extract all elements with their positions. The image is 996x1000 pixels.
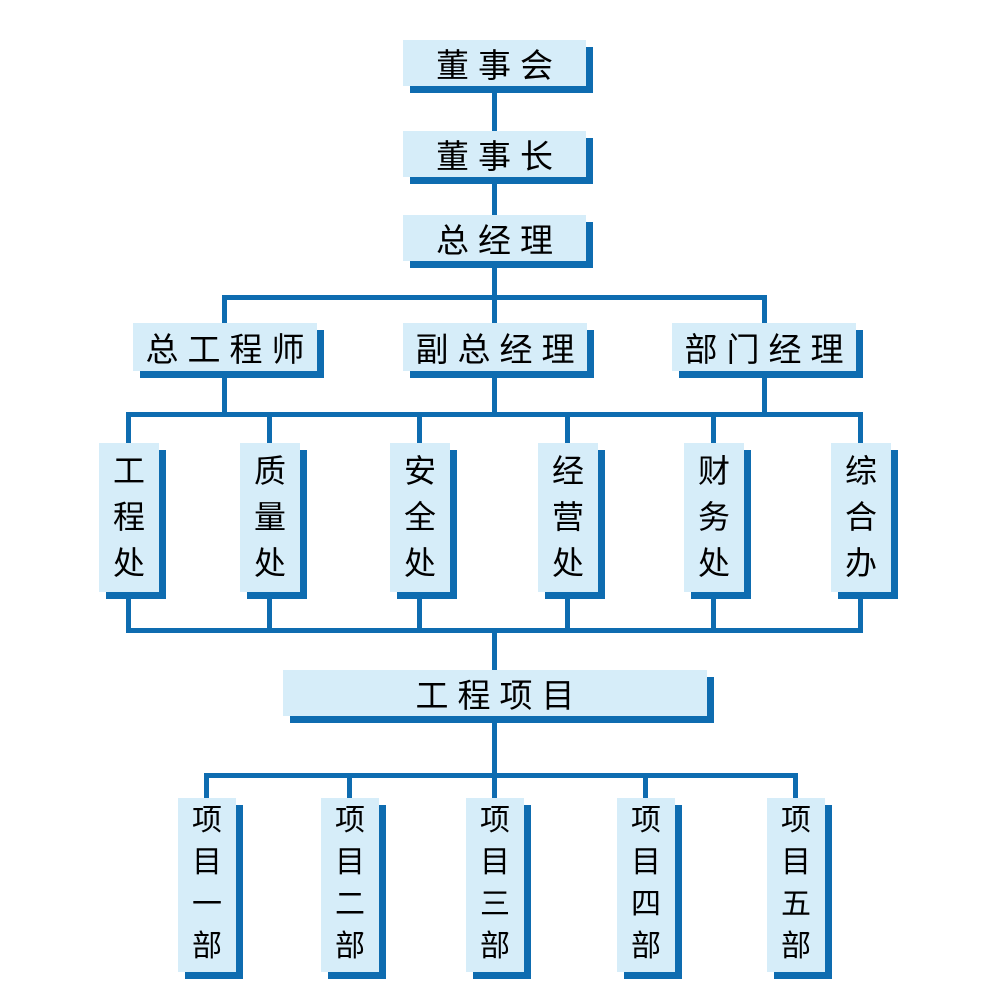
connector-line	[222, 295, 227, 323]
connector-line	[762, 295, 767, 323]
node-general-affairs-office: 综合办	[831, 443, 891, 592]
connector-line	[222, 371, 227, 417]
connector-line	[565, 592, 570, 633]
connector-line	[126, 412, 863, 417]
node-operations-office: 经营处	[538, 443, 598, 592]
connector-line	[417, 592, 422, 633]
connector-line	[492, 371, 497, 417]
connector-line	[858, 412, 863, 443]
connector-line	[492, 628, 497, 670]
connector-line	[711, 412, 716, 443]
connector-line	[492, 177, 497, 215]
node-department-manager: 部门经理	[672, 323, 856, 371]
connector-line	[417, 412, 422, 443]
node-general-manager: 总经理	[403, 215, 586, 261]
node-chairman: 董事长	[403, 131, 586, 177]
connector-line	[204, 773, 798, 778]
connector-line	[267, 592, 272, 633]
node-project-dept-5: 项目五部	[767, 798, 825, 972]
connector-line	[711, 592, 716, 633]
connector-line	[492, 86, 497, 131]
connector-line	[347, 773, 352, 798]
connector-line	[267, 412, 272, 443]
node-project-dept-3: 项目三部	[466, 798, 524, 972]
node-board: 董事会	[403, 40, 586, 86]
connector-line	[492, 261, 497, 300]
node-engineering-office: 工程处	[99, 443, 159, 592]
node-deputy-general-manager: 副总经理	[403, 323, 587, 371]
node-quality-office: 质量处	[240, 443, 300, 592]
node-chief-engineer: 总工程师	[133, 323, 317, 371]
connector-line	[762, 371, 767, 417]
connector-line	[793, 773, 798, 798]
connector-line	[492, 716, 497, 778]
node-project-dept-2: 项目二部	[321, 798, 379, 972]
connector-line	[643, 773, 648, 798]
connector-line	[204, 773, 209, 798]
connector-line	[492, 773, 497, 798]
connector-line	[565, 412, 570, 443]
node-finance-office: 财务处	[684, 443, 744, 592]
node-project-dept-1: 项目一部	[178, 798, 236, 972]
node-projects-hub: 工程项目	[283, 670, 707, 716]
connector-line	[492, 295, 497, 323]
connector-line	[126, 412, 131, 443]
node-project-dept-4: 项目四部	[617, 798, 675, 972]
node-safety-office: 安全处	[390, 443, 450, 592]
connector-line	[126, 592, 131, 633]
connector-line	[858, 592, 863, 633]
